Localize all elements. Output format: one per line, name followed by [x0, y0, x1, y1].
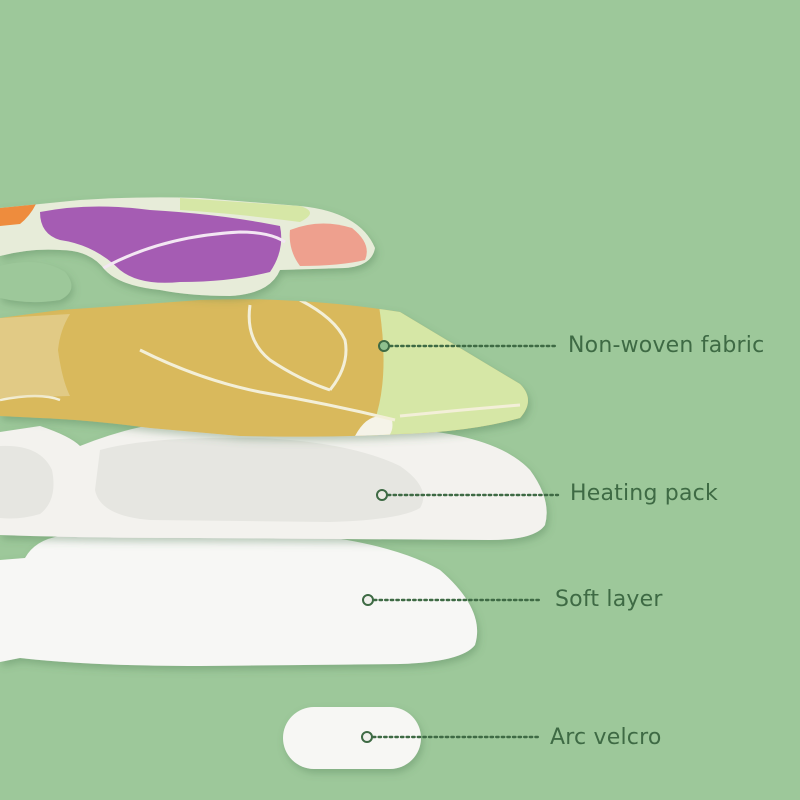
callout-dot-soft: [362, 594, 374, 606]
soft-layer-sheet: [0, 530, 478, 666]
callout-soft-layer: [362, 594, 544, 606]
non-woven-fabric-upper: [0, 197, 375, 303]
label-non-woven-fabric: Non-woven fabric: [568, 333, 765, 358]
callout-arc-velcro: [361, 731, 540, 743]
callout-dot-heating: [376, 489, 388, 501]
heating-pack-inner-right: [95, 437, 424, 522]
mask-cutout: [0, 262, 72, 303]
non-woven-fabric-lower: [0, 299, 528, 437]
label-arc-velcro: Arc velcro: [550, 725, 662, 750]
heating-pack-inner-left: [0, 445, 54, 519]
callout-non-woven-fabric: [378, 340, 560, 352]
label-soft-layer: Soft layer: [555, 587, 663, 612]
callout-dot-fabric: [378, 340, 390, 352]
label-heating-pack: Heating pack: [570, 481, 718, 506]
callout-heating-pack: [376, 489, 560, 501]
soft-layer-shape: [0, 530, 478, 666]
heating-pack-sheet: [0, 419, 547, 540]
callout-dot-velcro: [361, 731, 373, 743]
arc-velcro-piece: [283, 707, 421, 769]
